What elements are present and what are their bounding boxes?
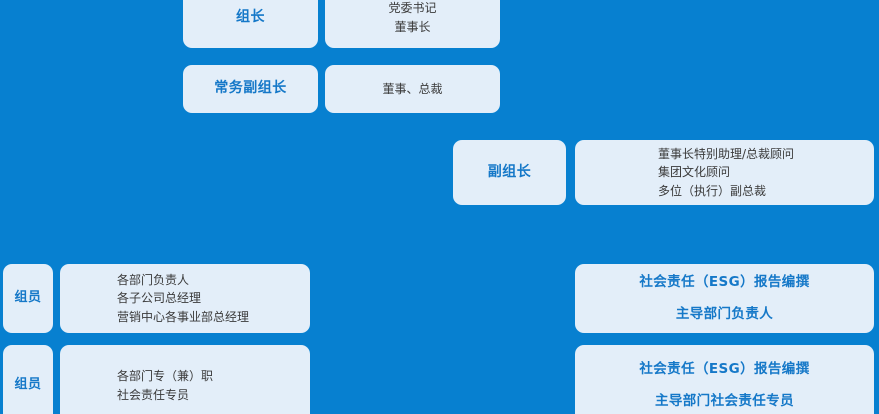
role-label: 组员 <box>14 377 42 393</box>
esg-line: 社会责任（ESG）报告编撰 <box>639 361 810 378</box>
detail-line: 各部门负责人 <box>117 272 190 287</box>
detail-line: 社会责任专员 <box>117 387 190 402</box>
esg-line: 社会责任（ESG）报告编撰 <box>639 274 810 291</box>
detail-line: 董事长 <box>394 20 431 34</box>
detail-list: 党委书记 董事长 <box>388 0 436 37</box>
detail-line: 各部门专（兼）职 <box>117 368 214 383</box>
detail-list: 各部门负责人 各子公司总经理 营销中心各事业部总经理 <box>60 271 249 327</box>
esg-card-lead-department-head: 社会责任（ESG）报告编撰 主导部门负责人 <box>575 264 874 333</box>
esg-card-lead-department-officer: 社会责任（ESG）报告编撰 主导部门社会责任专员 <box>575 345 874 414</box>
role-label: 组员 <box>14 290 42 306</box>
role-label: 常务副组长 <box>214 80 287 97</box>
role-card-deputy-leader: 副组长 <box>453 140 566 205</box>
detail-card-executive-deputy-leader: 董事、总裁 <box>325 65 500 113</box>
detail-line: 各子公司总经理 <box>117 291 202 306</box>
role-card-group-leader: 组长 <box>183 0 318 48</box>
detail-line: 多位（执行）副总裁 <box>658 183 767 198</box>
esg-list: 社会责任（ESG）报告编撰 主导部门负责人 <box>639 273 809 324</box>
detail-list: 各部门专（兼）职 社会责任专员 <box>60 367 213 404</box>
role-card-executive-deputy-leader: 常务副组长 <box>183 65 318 113</box>
esg-line: 主导部门负责人 <box>675 306 774 322</box>
role-label: 组长 <box>236 9 265 26</box>
detail-card-group-leader: 党委书记 董事长 <box>325 0 500 48</box>
detail-line: 董事、总裁 <box>382 81 443 96</box>
esg-list: 社会责任（ESG）报告编撰 主导部门社会责任专员 <box>639 360 809 411</box>
detail-card-member-2: 各部门专（兼）职 社会责任专员 <box>60 345 310 414</box>
detail-list: 董事、总裁 <box>382 80 442 99</box>
detail-list: 董事长特别助理/总裁顾问 集团文化顾问 多位（执行）副总裁 <box>575 145 794 201</box>
role-card-member-2: 组员 <box>3 345 53 414</box>
esg-line: 主导部门社会责任专员 <box>654 393 794 409</box>
detail-card-member-1: 各部门负责人 各子公司总经理 营销中心各事业部总经理 <box>60 264 310 333</box>
detail-card-deputy-leader: 董事长特别助理/总裁顾问 集团文化顾问 多位（执行）副总裁 <box>575 140 874 205</box>
detail-line: 党委书记 <box>388 1 437 16</box>
role-card-member-1: 组员 <box>3 264 53 333</box>
detail-line: 营销中心各事业部总经理 <box>117 309 250 324</box>
role-label: 副组长 <box>487 163 532 180</box>
detail-line: 集团文化顾问 <box>658 165 731 180</box>
detail-line: 董事长特别助理/总裁顾问 <box>658 146 795 161</box>
